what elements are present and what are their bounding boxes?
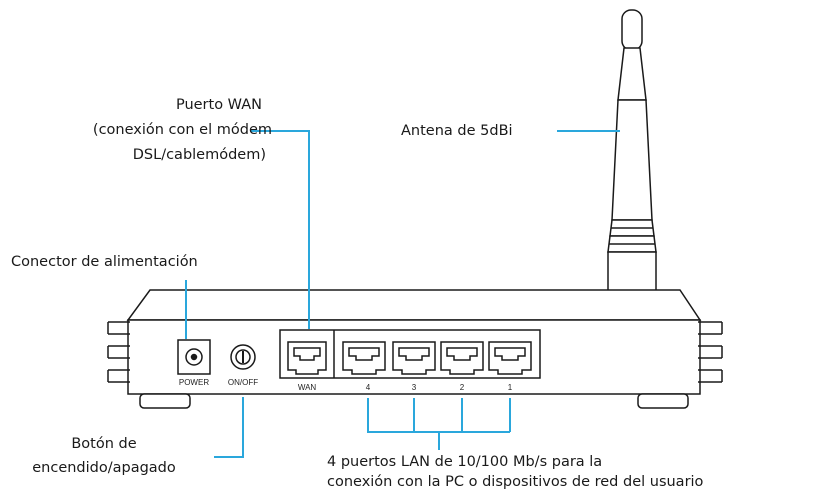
wan-label-line3: DSL/cablemódem): [132, 147, 266, 163]
power-connector: [177, 339, 211, 375]
antenna-upper: [617, 47, 647, 101]
lan-port-4: [342, 341, 386, 375]
foot-right: [637, 393, 689, 409]
lan-label-line2: conexión con la PC o dispositivos de red…: [327, 474, 704, 490]
vents-right: [698, 321, 723, 383]
button-leader: [214, 397, 244, 458]
lan-port-3: [392, 341, 436, 375]
wan-port: [287, 341, 327, 375]
antenna-tip: [621, 9, 643, 51]
lan-port-2: [440, 341, 484, 375]
button-label-line1: Botón de: [71, 436, 137, 452]
wan-leader: [250, 130, 310, 329]
port-4-label: 4: [366, 383, 371, 392]
onoff-button: [230, 344, 256, 370]
lan-leader: [367, 398, 511, 450]
antenna-label: Antena de 5dBi: [401, 123, 513, 139]
wan-panel-label: WAN: [298, 383, 317, 392]
power-connector-label: Conector de alimentación: [11, 254, 198, 270]
leader-lines: [185, 130, 620, 458]
port-2-label: 2: [460, 383, 465, 392]
router-top: [126, 289, 702, 321]
foot-left: [139, 393, 191, 409]
lan-label-line1: 4 puertos LAN de 10/100 Mb/s para la: [327, 454, 603, 470]
antenna-body: [611, 99, 653, 221]
lan-port-1: [488, 341, 532, 375]
vents-left: [107, 321, 130, 383]
power-panel-label: POWER: [179, 378, 209, 387]
button-label-line2: encendido/apagado: [32, 460, 176, 476]
wan-label-line1: Puerto WAN: [175, 97, 262, 113]
onoff-panel-label: ON/OFF: [228, 378, 258, 387]
port-1-label: 1: [508, 383, 513, 392]
port-3-label: 3: [412, 383, 417, 392]
wan-label-line2: (conexión con el módem: [92, 122, 272, 138]
